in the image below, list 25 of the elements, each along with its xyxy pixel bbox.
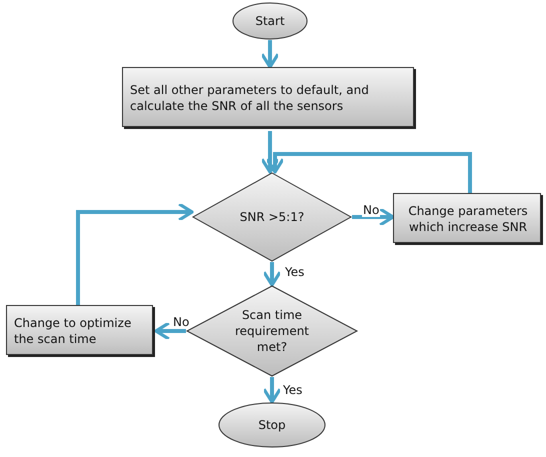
process-box (122, 67, 416, 129)
process-box (393, 193, 543, 245)
edge-label: No (362, 204, 380, 218)
step-text: Change parameters which increase SNR (407, 202, 529, 236)
edge-label: No (172, 316, 190, 330)
step-text: Set all other parameters to default, and calculate the SNR of all the sensors (129, 82, 370, 114)
decision-text: SNR >5:1? (238, 208, 306, 226)
arrow (265, 152, 472, 193)
terminal-ellipse (218, 402, 326, 448)
arrow (262, 377, 282, 404)
step-text: Stop (257, 416, 287, 434)
terminal-ellipse (232, 2, 308, 40)
edge-label: Yes (282, 384, 304, 398)
process-box (6, 305, 155, 357)
arrow (262, 262, 282, 287)
decision-diamond (192, 172, 352, 262)
step-text: Change to optimize the scan time (13, 314, 132, 348)
arrow (352, 207, 395, 227)
edge-label: Yes (284, 266, 306, 280)
arrow (154, 321, 186, 341)
arrow (260, 40, 280, 69)
arrow (260, 131, 280, 174)
arrow (76, 202, 194, 305)
step-text: Start (254, 12, 286, 30)
decision-text: Scan time requirement met? (234, 306, 310, 356)
